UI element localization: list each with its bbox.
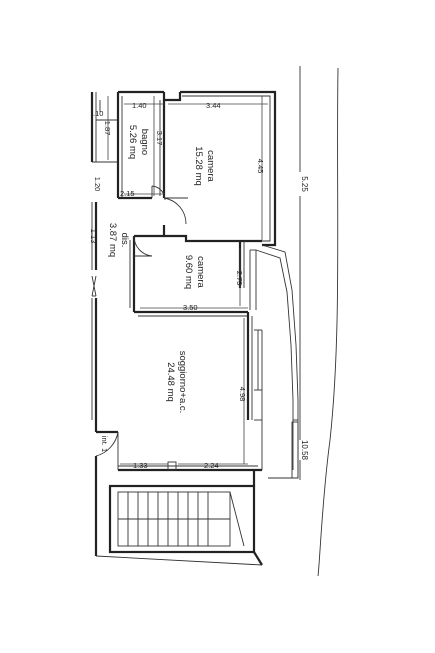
soggiorno-room [91, 298, 263, 556]
soggiorno-area: 24.48 mq [165, 362, 176, 402]
dim-label: 2.75 [235, 271, 244, 286]
dim-label: 10.58 [300, 440, 309, 461]
bagno-room [90, 90, 166, 201]
dim-label: 3.50 [183, 303, 198, 312]
dim-label: 4.98 [238, 387, 247, 402]
dim-label: 1.87 [103, 121, 112, 136]
stairwell [95, 470, 263, 566]
camera-large-area: 15.28 mq [193, 146, 204, 186]
dis-name: dis. [119, 233, 130, 248]
dim-label: 4.45 [256, 159, 265, 174]
exterior-walls [162, 90, 299, 479]
dim-label: 1.13 [89, 229, 98, 244]
dim-label: 5.25 [300, 176, 309, 192]
dim-label: 1.33 [133, 461, 148, 470]
bagno-area: 5.26 mq [127, 125, 138, 159]
site-boundary-lines [299, 66, 339, 577]
camera-large-room [159, 100, 262, 243]
dim-label: 2.24 [204, 461, 219, 470]
dim-label: .10 [93, 109, 103, 118]
dim-label: 2.15 [120, 189, 135, 198]
camera-small-name: camera [195, 256, 206, 288]
dis-area: 3.87 mq [107, 223, 118, 257]
dim-label: 1.20 [93, 177, 102, 192]
dim-label: 3.17 [155, 131, 164, 146]
dim-label: 1.40 [132, 101, 147, 110]
entrance-label: int. 1 [100, 436, 109, 452]
stair-steps [127, 491, 245, 547]
disimpegno-room [91, 202, 164, 312]
dimension-lines [107, 96, 268, 465]
soggiorno-name: soggiorno+a.c. [177, 351, 188, 414]
camera-small-area: 9.60 mq [183, 255, 194, 289]
bagno-name: bagno [139, 129, 150, 155]
dim-label: 3.44 [206, 101, 221, 110]
camera-large-name: camera [205, 150, 216, 182]
